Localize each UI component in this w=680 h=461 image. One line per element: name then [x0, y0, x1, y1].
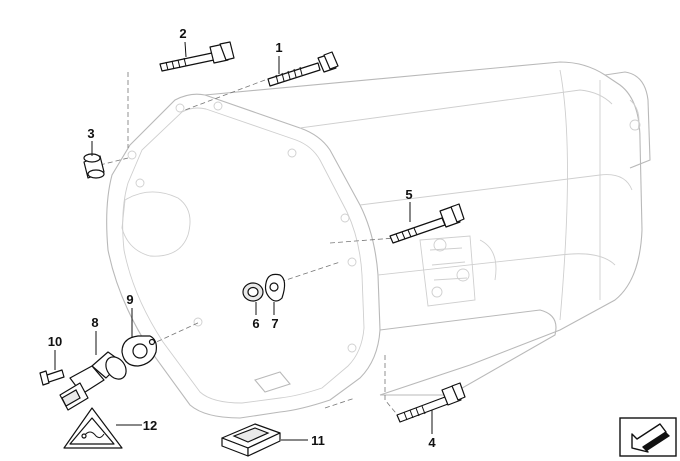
callout-8: 8	[91, 315, 98, 330]
callout-7: 7	[271, 316, 278, 331]
callout-4: 4	[428, 435, 436, 450]
orientation-arrow-icon	[619, 417, 677, 457]
callout-2: 2	[179, 26, 186, 41]
warning-label-part-12	[63, 407, 123, 449]
dowel-sleeve-part-3	[83, 153, 105, 179]
callout-labels: 1 2 3 4 5 6 7 8 9 10 11 12	[48, 26, 437, 450]
callout-12: 12	[143, 418, 157, 433]
callout-11: 11	[311, 433, 325, 448]
callout-3: 3	[87, 126, 94, 141]
bolt-part-1	[267, 51, 339, 87]
sensor-part-8	[59, 351, 127, 411]
callout-10: 10	[48, 334, 62, 349]
callout-9: 9	[126, 292, 133, 307]
screw-part-10	[39, 369, 65, 386]
bolt-part-4	[396, 382, 466, 423]
bolt-part-5	[389, 203, 465, 244]
sealing-ring-part-6	[242, 282, 264, 302]
bolt-part-2	[159, 41, 235, 72]
callout-6: 6	[252, 316, 259, 331]
callout-1: 1	[275, 40, 282, 55]
callout-5: 5	[405, 187, 412, 202]
leader-2	[184, 41, 187, 58]
reference-lines	[99, 72, 401, 419]
transmission-housing	[106, 61, 651, 419]
gasket-part-9	[121, 335, 157, 367]
gasket-part-7	[264, 273, 286, 302]
mount-part-11	[221, 423, 281, 457]
